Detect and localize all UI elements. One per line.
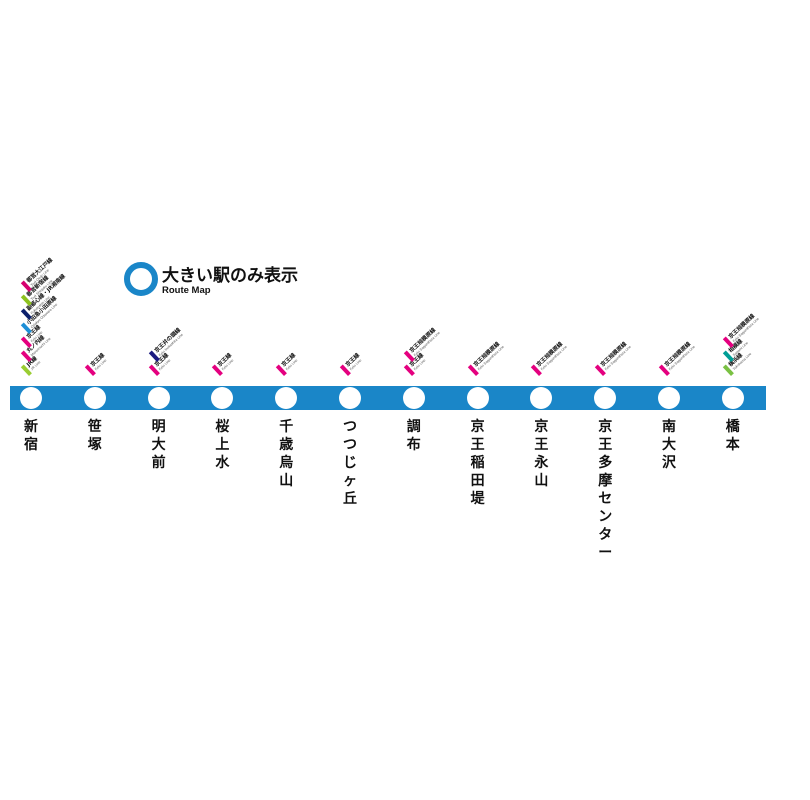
- title-sub: Route Map: [162, 285, 211, 296]
- station-name[interactable]: 南大沢: [662, 419, 676, 471]
- ring-icon: [124, 262, 158, 296]
- station-name[interactable]: 明大前: [151, 419, 166, 471]
- station-name[interactable]: つつじヶ丘: [343, 419, 357, 507]
- station-marker[interactable]: [83, 387, 106, 409]
- station-name[interactable]: 千歳烏山: [279, 419, 294, 489]
- station-marker[interactable]: [658, 387, 680, 409]
- station-name[interactable]: 京王永山: [534, 419, 549, 489]
- station-marker[interactable]: [530, 387, 553, 409]
- station-name[interactable]: 新宿: [24, 419, 38, 453]
- station-name[interactable]: 桜上水: [215, 419, 230, 471]
- station-name[interactable]: 笹塚: [87, 419, 102, 453]
- station-marker[interactable]: [721, 387, 744, 409]
- station-name[interactable]: 京王稲田堤: [470, 419, 485, 507]
- station-marker[interactable]: [211, 387, 234, 409]
- title-main: 大きい駅のみ表示: [162, 266, 298, 286]
- station-marker[interactable]: [402, 387, 425, 409]
- station-marker[interactable]: [466, 387, 489, 409]
- station-marker[interactable]: [594, 387, 617, 409]
- station-name[interactable]: 京王多摩センター: [598, 419, 613, 561]
- route-line: [10, 386, 766, 410]
- station-marker[interactable]: [339, 387, 361, 409]
- transfer-line-name: 京王相模原線: [600, 341, 629, 369]
- station-marker[interactable]: [275, 387, 298, 409]
- station-name[interactable]: 橋本: [725, 419, 740, 453]
- station-name[interactable]: 調布: [406, 419, 421, 453]
- transfer-line-name: 京王相模原線: [536, 341, 565, 369]
- station-marker[interactable]: [147, 387, 170, 409]
- station-marker[interactable]: [20, 387, 42, 409]
